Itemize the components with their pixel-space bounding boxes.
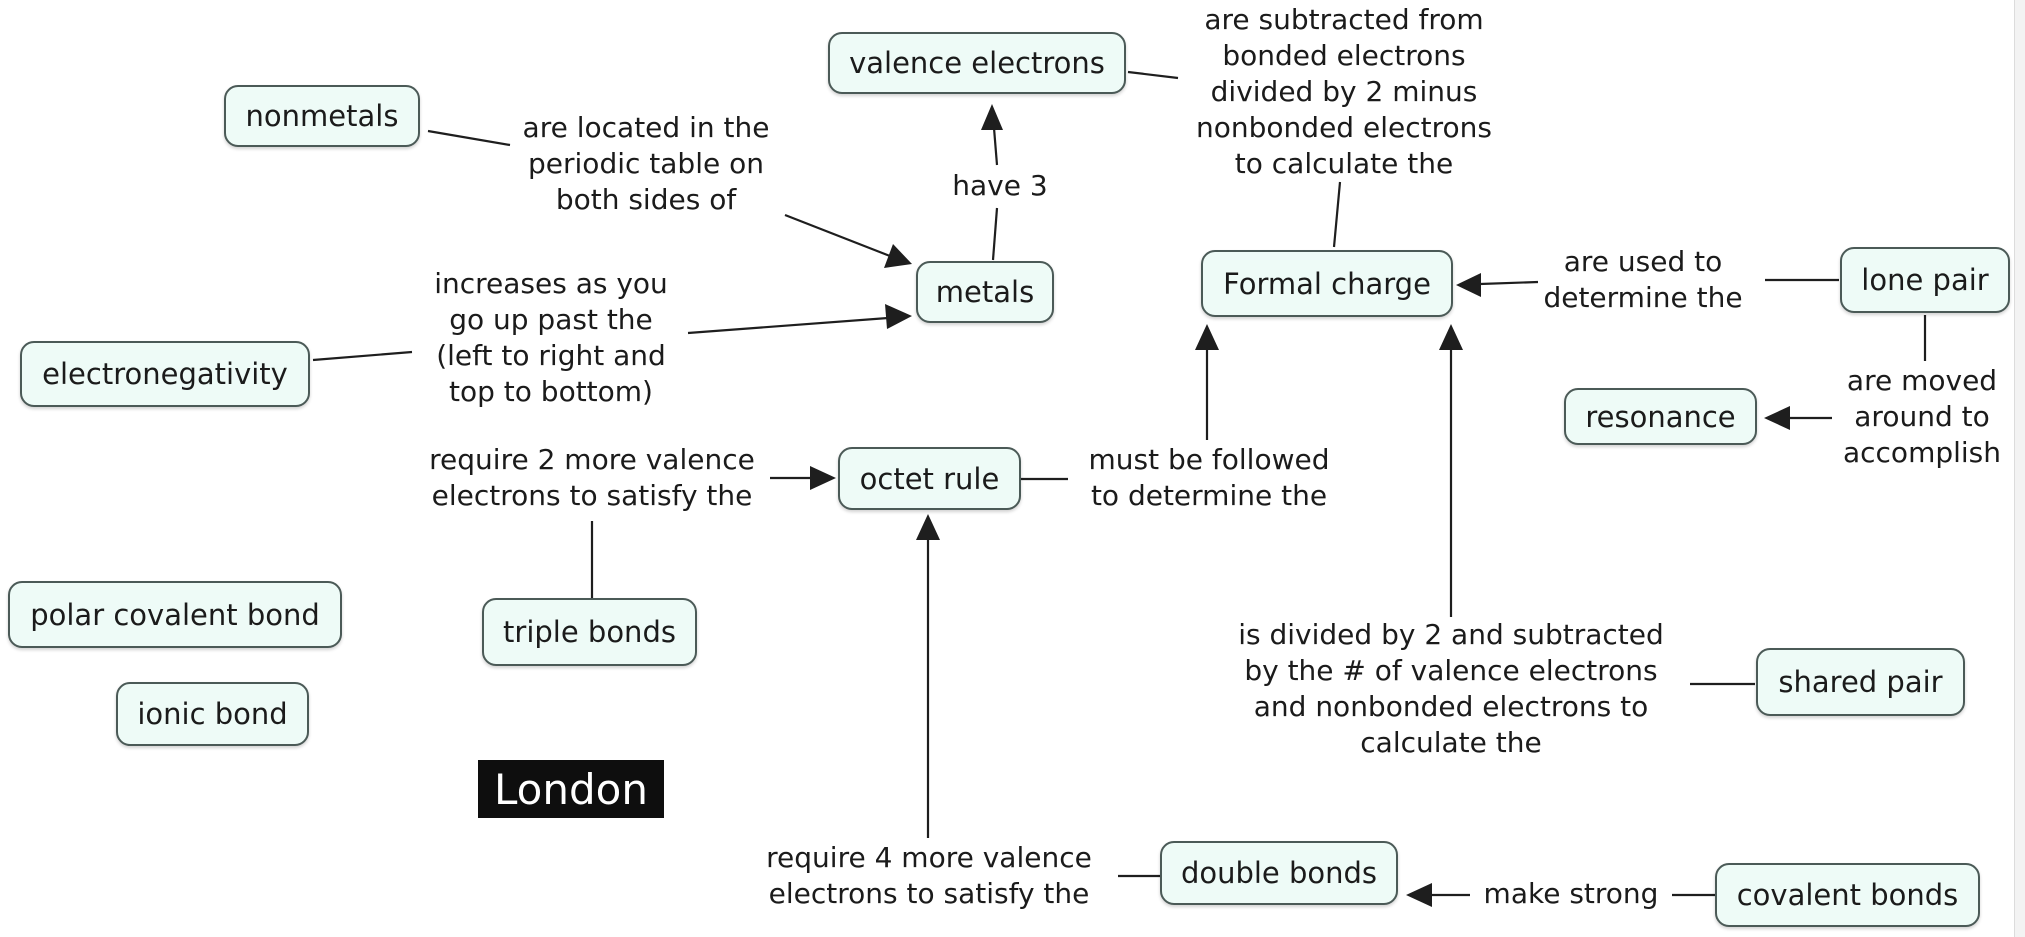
- arrowhead-to-double-bonds: [1406, 883, 1432, 907]
- arrowhead-to-resonance: [1764, 406, 1790, 430]
- link-label-have3: have 3: [952, 169, 1048, 202]
- concept-ionic-bond[interactable]: ionic bond: [116, 682, 309, 746]
- concept-triple-bonds[interactable]: triple bonds: [482, 598, 697, 666]
- link-label-require4: require 4 more valence electrons to sati…: [766, 841, 1092, 910]
- link-label-followed: must be followed to determine the: [1088, 443, 1330, 512]
- link-label-moved: are moved around to accomplish: [1842, 364, 2002, 469]
- arrowhead-to-octet-rule: [810, 466, 836, 490]
- connector-have3-valence: [992, 127, 999, 166]
- arrowhead-to-formal-charge-3: [1439, 324, 1463, 350]
- concept-octet-rule[interactable]: octet rule: [838, 447, 1021, 510]
- concept-double-bonds[interactable]: double bonds: [1160, 841, 1398, 905]
- arrowhead-to-valence-electrons: [981, 104, 1003, 130]
- concept-lone-pair[interactable]: lone pair: [1840, 247, 2010, 313]
- concept-covalent-bonds[interactable]: covalent bonds: [1715, 863, 1980, 927]
- arrowhead-to-octet-rule-2: [916, 514, 940, 540]
- connector-subtracted-formal: [1332, 181, 1342, 248]
- concept-valence-electrons[interactable]: valence electrons: [828, 32, 1126, 94]
- link-label-divided: is divided by 2 and subtracted by the # …: [1238, 618, 1664, 759]
- link-label-require2: require 2 more valence electrons to sati…: [429, 443, 755, 512]
- arrowhead-to-metals: [884, 244, 912, 268]
- tag-london: London: [478, 760, 664, 818]
- concept-resonance[interactable]: resonance: [1564, 388, 1757, 445]
- concept-electronegativity[interactable]: electronegativity: [20, 341, 310, 407]
- concept-formal-charge[interactable]: Formal charge: [1201, 250, 1453, 317]
- concept-nonmetals[interactable]: nonmetals: [224, 85, 420, 147]
- arrowhead-to-metals-2: [885, 304, 912, 329]
- concept-metals[interactable]: metals: [916, 261, 1054, 323]
- link-label-subtracted: are subtracted from bonded electrons div…: [1196, 3, 1492, 180]
- link-label-increases: increases as you go up past the (left to…: [434, 267, 668, 408]
- connector-increases-metals: [687, 316, 889, 335]
- arrowhead-to-formal-charge-2: [1195, 324, 1219, 350]
- connector-located-metals: [784, 213, 891, 258]
- connector-electronegativity-increases: [312, 350, 413, 362]
- arrowhead-to-formal-charge: [1456, 273, 1481, 297]
- connector-metals-have3: [991, 207, 999, 261]
- connector-nonmetals-located: [427, 129, 511, 147]
- connector-valence-subtracted: [1127, 70, 1179, 80]
- link-label-makestrong: make strong: [1483, 877, 1659, 910]
- connector-used-formal: [1479, 280, 1539, 286]
- link-label-located: are located in the periodic table on bot…: [522, 111, 770, 216]
- concept-shared-pair[interactable]: shared pair: [1756, 648, 1965, 716]
- right-edge-strip: [2014, 0, 2025, 937]
- link-label-used: are used to determine the: [1543, 245, 1743, 314]
- concept-polar-covalent-bond[interactable]: polar covalent bond: [8, 581, 342, 648]
